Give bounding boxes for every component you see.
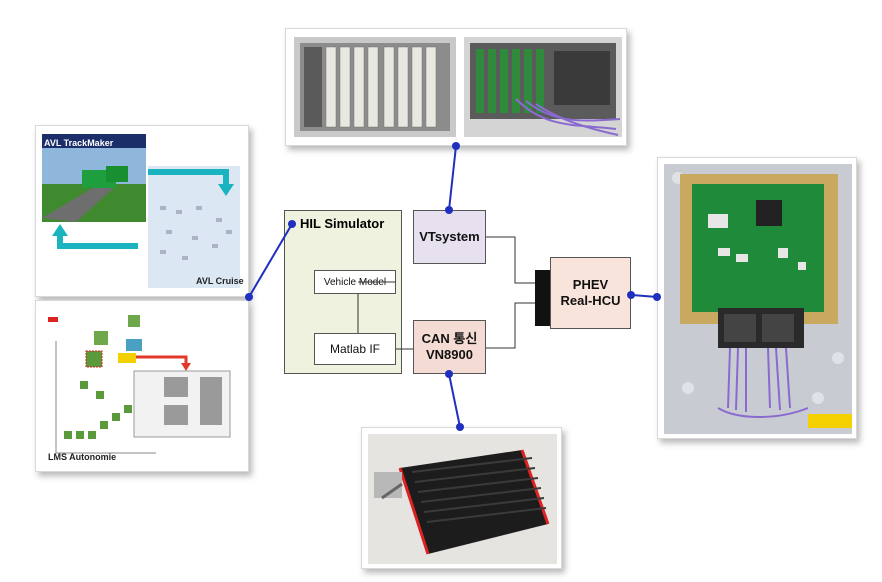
matlab-if-block: Matlab IF <box>314 333 396 365</box>
can-vn8900-block: CAN 통신 VN8900 <box>413 320 486 374</box>
phev-real-hcu-block: PHEV Real-HCU <box>550 257 631 329</box>
can-label-line2: VN8900 <box>426 347 473 362</box>
vtsystem-rack-photo <box>294 35 622 139</box>
vtsystem-photo-frame <box>285 28 627 146</box>
hil-simulator-label: HIL Simulator <box>300 216 385 231</box>
hcu-connector <box>535 270 551 326</box>
vehicle-model-block: Vehicle Model <box>314 270 396 294</box>
lms-autonomie-caption: LMS Autonomie <box>48 452 117 462</box>
avl-screenshot-frame: AVL TrackMaker AVL Cruise <box>35 125 249 297</box>
avl-cruise-caption: AVL Cruise <box>196 276 244 286</box>
vtsystem-photo-connector <box>448 145 457 211</box>
vtsystem-block: VTsystem <box>413 210 486 264</box>
can-hcu-link <box>486 302 535 349</box>
vehicle-model-label: Vehicle Model <box>323 276 387 288</box>
avl-trackmaker-caption: AVL TrackMaker <box>44 138 114 148</box>
vn8900-photo-connector <box>448 373 461 428</box>
hcu-photo-connector <box>630 294 658 298</box>
hcu-photo-frame <box>657 157 857 439</box>
can-label-line1: CAN 통신 <box>421 331 478 346</box>
hcu-board-photo <box>664 164 852 434</box>
phev-label-line2: Real-HCU <box>560 293 621 308</box>
vtsystem-label: VTsystem <box>419 229 480 244</box>
vn8900-photo-frame <box>361 427 562 569</box>
lms-screenshot-frame: LMS Autonomie <box>35 300 249 472</box>
phev-label-line1: PHEV <box>572 277 609 292</box>
matlab-if-label: Matlab IF <box>329 342 380 356</box>
vtsystem-hcu-link <box>486 236 535 284</box>
avl-screenshot <box>42 134 240 288</box>
vn8900-device-photo <box>368 434 557 564</box>
lms-autonomie-screenshot <box>42 307 244 467</box>
